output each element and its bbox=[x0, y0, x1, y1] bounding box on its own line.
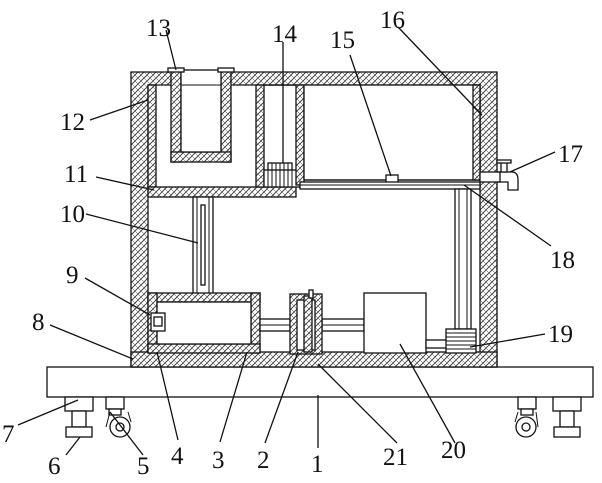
upper-left-tank bbox=[147, 84, 297, 198]
inlet-funnel bbox=[167, 67, 235, 163]
label-7: 7 bbox=[2, 421, 15, 448]
label-19: 19 bbox=[548, 321, 573, 348]
coupling-21 bbox=[289, 289, 323, 355]
motor-shaft-right bbox=[425, 339, 449, 349]
pipe-right bbox=[454, 188, 472, 330]
label-5: 5 bbox=[137, 453, 150, 480]
pipe-10 bbox=[192, 196, 214, 296]
label-2: 2 bbox=[257, 447, 270, 474]
label-16: 16 bbox=[380, 7, 405, 34]
label-17: 17 bbox=[558, 141, 583, 168]
label-14: 14 bbox=[272, 21, 298, 48]
label-12: 12 bbox=[60, 109, 85, 136]
outlet-valve-17 bbox=[479, 159, 519, 191]
label-3: 3 bbox=[212, 447, 225, 474]
pump-14 bbox=[263, 162, 301, 188]
label-18: 18 bbox=[550, 247, 575, 274]
label-10: 10 bbox=[60, 201, 85, 228]
label-15: 15 bbox=[330, 27, 355, 54]
upper-right-tank bbox=[295, 84, 481, 186]
label-4: 4 bbox=[171, 443, 184, 470]
motor-20 bbox=[363, 292, 427, 354]
base-plate bbox=[46, 366, 594, 398]
label-20: 20 bbox=[441, 437, 466, 464]
foot-right bbox=[552, 396, 582, 438]
label-21: 21 bbox=[383, 444, 408, 471]
label-9: 9 bbox=[66, 262, 79, 289]
label-1: 1 bbox=[311, 451, 324, 478]
foot-left bbox=[64, 396, 94, 438]
caster-right bbox=[514, 396, 539, 438]
housing bbox=[130, 71, 498, 368]
label-6: 6 bbox=[48, 453, 61, 480]
part-labels: 13 14 15 16 17 12 11 10 9 8 18 19 7 6 5 … bbox=[2, 7, 583, 480]
pump-19 bbox=[445, 328, 477, 354]
leader-lines bbox=[17, 26, 556, 456]
filter-plate-18 bbox=[299, 181, 481, 190]
label-11: 11 bbox=[64, 161, 88, 188]
label-13: 13 bbox=[146, 15, 171, 42]
caster-left bbox=[105, 396, 132, 438]
label-8: 8 bbox=[32, 309, 45, 336]
lower-reservoir bbox=[147, 292, 261, 354]
